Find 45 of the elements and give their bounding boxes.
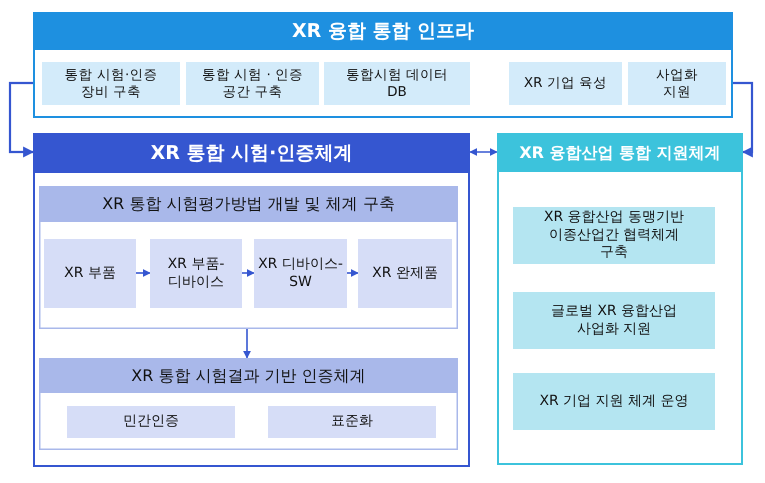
panel-heading: XR 융합 통합 인프라 <box>33 12 733 50</box>
arrow <box>469 148 498 156</box>
box-label: XR 부품 <box>64 264 116 282</box>
box-label: 글로벌 XR 융합산업 사업화 지원 <box>550 303 678 338</box>
process-box <box>268 406 436 438</box>
group-panel <box>497 133 743 465</box>
process-box <box>67 406 235 438</box>
group-panel <box>33 133 470 467</box>
process-box <box>513 292 715 349</box>
box-label: XR 부품- 디바이스 <box>166 256 226 291</box>
panel-heading: XR 통합 시험결과 기반 인증체계 <box>39 358 458 393</box>
process-box <box>509 62 622 105</box>
process-box <box>513 373 715 430</box>
process-box <box>42 62 180 105</box>
arrow <box>136 269 151 277</box>
group-panel <box>33 12 733 118</box>
process-box <box>254 239 347 308</box>
box-label: XR 완제품 <box>372 264 438 282</box>
box-label: XR 기업 육성 <box>524 75 608 92</box>
box-label: 통합시험 데이터 DB <box>344 66 450 100</box>
group-panel <box>39 186 458 329</box>
box-label: XR 디바이스- SW <box>258 256 343 291</box>
box-label: 표준화 <box>331 413 373 431</box>
box-label: 민간인증 <box>123 413 179 431</box>
box-label: XR 융합산업 동맹기반 이종산업간 협력체계 구축 <box>542 209 686 262</box>
process-box <box>186 62 319 105</box>
panel-heading: XR 통합 시험·인증체계 <box>33 133 470 173</box>
arrow <box>242 269 255 277</box>
arrow <box>8 82 34 158</box>
process-box <box>150 239 242 308</box>
arrow <box>243 329 251 359</box>
arrow <box>733 82 754 158</box>
box-label: 사업화 지원 <box>655 66 699 100</box>
arrow <box>347 269 359 277</box>
group-panel <box>39 358 458 450</box>
box-label: 통합 시험·인증 장비 구축 <box>64 66 158 100</box>
panel-heading: XR 융합산업 통합 지원체계 <box>497 133 743 172</box>
process-box <box>358 239 452 308</box>
process-box <box>44 239 136 308</box>
box-label: 통합 시험 · 인증 공간 구축 <box>200 66 304 100</box>
panel-heading: XR 통합 시험평가방법 개발 및 체계 구축 <box>39 186 458 222</box>
process-box <box>628 62 726 105</box>
process-box <box>324 62 470 105</box>
process-box <box>513 207 715 264</box>
box-label: XR 기업 지원 체계 운영 <box>539 392 689 410</box>
